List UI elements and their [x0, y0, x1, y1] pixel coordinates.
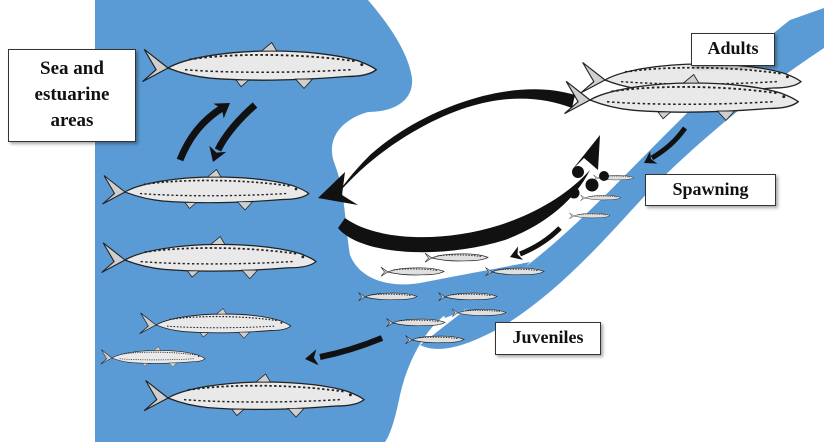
egg-dot-icon: [599, 171, 609, 181]
sea-estuarine-label: Sea and estuarine areas: [8, 49, 136, 142]
sturgeon-fish-icon: [381, 267, 444, 276]
juveniles-label: Juveniles: [495, 322, 601, 355]
spawning-label: Spawning: [645, 174, 776, 206]
sea-label-line-1: Sea and: [9, 56, 135, 82]
sea-label-line-2: estuarine: [9, 82, 135, 108]
sea-label-line-3: areas: [9, 108, 135, 134]
adults-label: Adults: [691, 33, 775, 66]
egg-dot-icon: [586, 179, 599, 192]
sturgeon-fish-icon: [425, 253, 488, 262]
